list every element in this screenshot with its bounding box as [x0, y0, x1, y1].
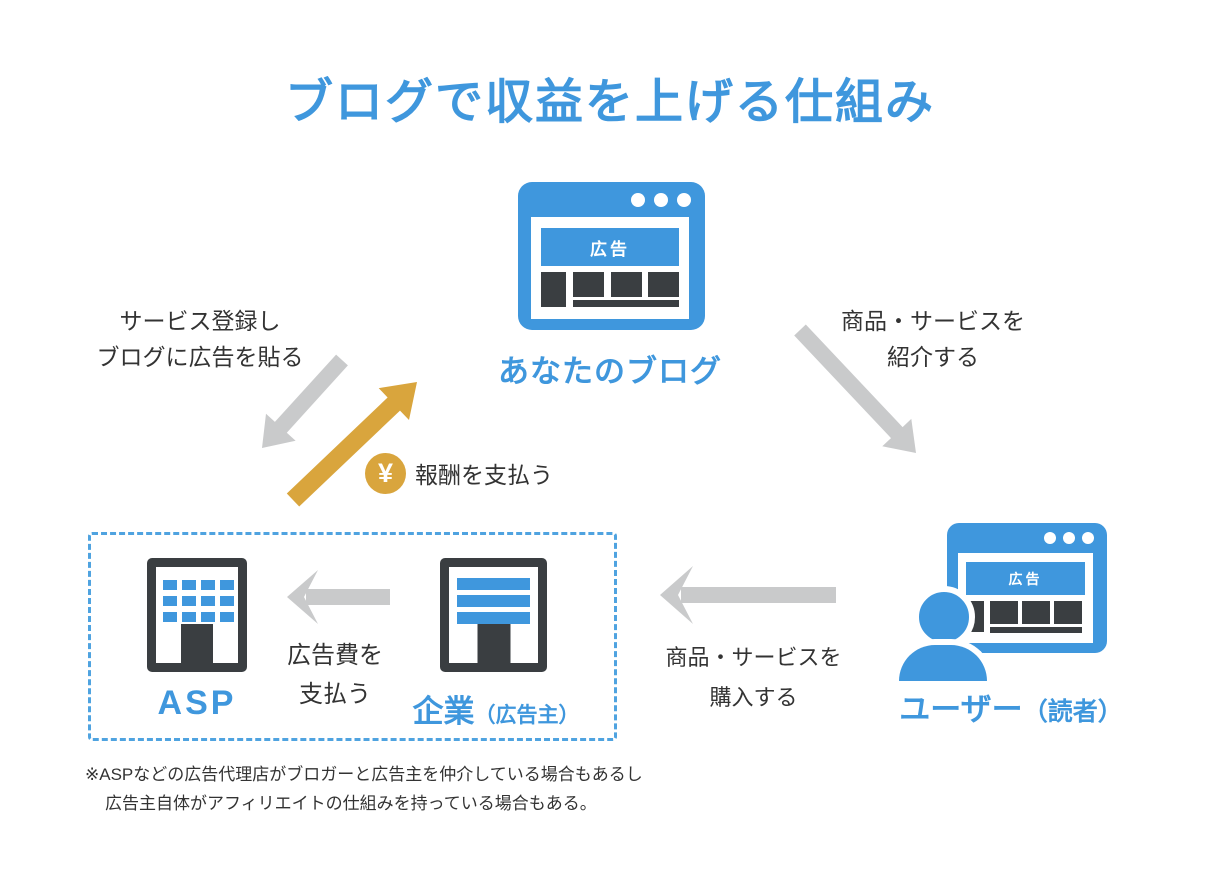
building-stripes: [457, 578, 530, 629]
edge-reward-text: 報酬を支払う: [415, 462, 553, 488]
content-block: [573, 272, 604, 297]
edge-purchase-text: 商品・サービスを 購入する: [665, 645, 842, 710]
building-windows: [163, 580, 234, 622]
window-dots-icon: [631, 193, 691, 207]
user-browser-icon: 広告: [947, 523, 1107, 653]
ad-banner: 広告: [966, 562, 1085, 595]
content-block: [611, 272, 642, 297]
building-door: [181, 624, 213, 670]
content-bar: [573, 300, 679, 307]
blog-label: あなたのブログ: [498, 354, 722, 389]
content-block: [990, 601, 1018, 624]
edge-reward: ¥ 報酬を支払う: [365, 452, 553, 494]
edge-introduce-text: 商品・サービスを 紹介する: [841, 308, 1025, 370]
footnote: ※ASPなどの広告代理店がブロガーと広告主を仲介している場合もあるし 広告主自体…: [85, 765, 643, 813]
edge-adfee-text: 広告費を 支払う: [287, 642, 383, 708]
asp-company-group-box: [88, 532, 617, 741]
content-bar: [990, 627, 1082, 633]
building-door: [477, 624, 510, 670]
content-block: [541, 272, 566, 307]
yen-coin-icon: ¥: [365, 452, 406, 494]
arrow-user-to-company: [660, 566, 836, 624]
user-label: ユーザー（読者）: [899, 692, 1123, 727]
user-page-panel: 広告: [958, 553, 1093, 643]
company-building-icon: [440, 558, 547, 672]
content-block: [648, 272, 679, 297]
page-title: ブログで収益を上げる仕組み: [284, 76, 935, 129]
blog-page-panel: 広告: [531, 217, 689, 319]
person-icon: [913, 586, 975, 648]
edge-register-text: サービス登録し ブログに広告を貼る: [96, 308, 304, 370]
asp-label: ASP: [157, 684, 237, 722]
content-block: [1022, 601, 1050, 624]
company-label: 企業（広告主）: [412, 694, 580, 729]
asp-building-icon: [147, 558, 247, 672]
window-dots-icon: [1044, 532, 1094, 544]
ad-banner: 広告: [541, 228, 679, 266]
blog-browser-icon: 広告: [518, 182, 705, 330]
content-block: [1054, 601, 1082, 624]
